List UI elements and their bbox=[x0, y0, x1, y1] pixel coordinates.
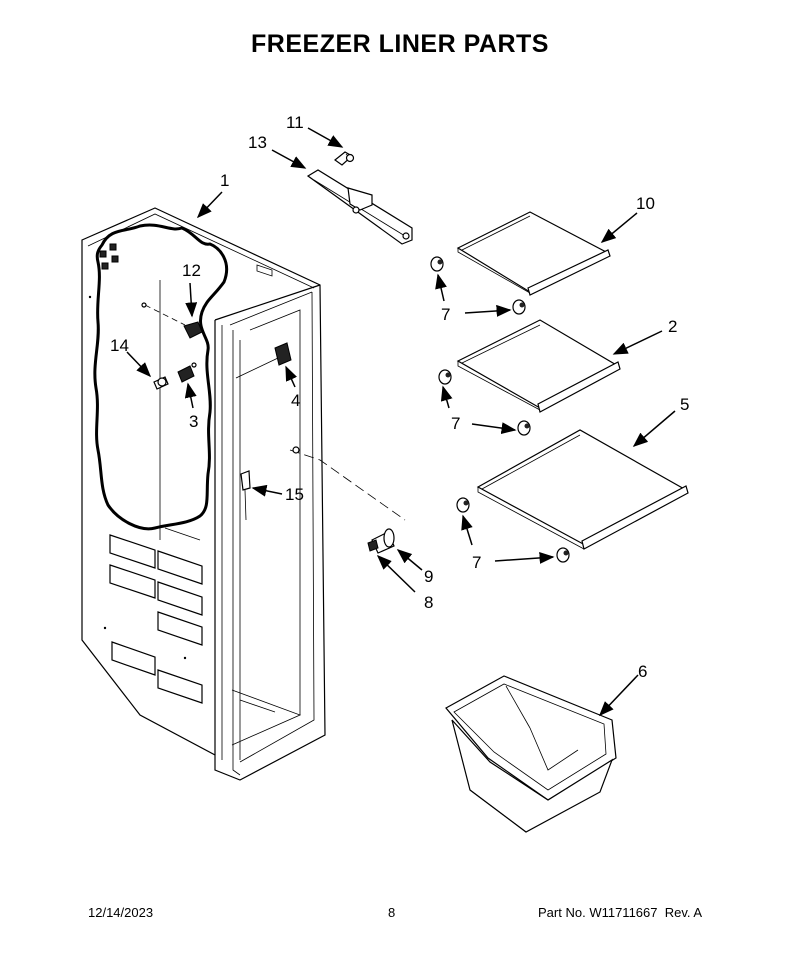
footer-part-info: Part No. W11711667 Rev. A bbox=[538, 905, 702, 920]
callout-7-middle: 7 bbox=[451, 414, 460, 433]
page-title: FREEZER LINER PARTS bbox=[251, 30, 549, 58]
callout-14: 14 bbox=[110, 336, 129, 355]
callout-arrows bbox=[126, 127, 676, 717]
screw-11 bbox=[334, 151, 355, 166]
footer-page-number: 8 bbox=[388, 905, 396, 920]
freezer-liner bbox=[81, 207, 326, 781]
callout-11: 11 bbox=[286, 113, 304, 132]
revision: A bbox=[693, 905, 703, 920]
callout-5: 5 bbox=[680, 395, 689, 414]
bracket-4 bbox=[235, 342, 292, 379]
callout-7-bottom: 7 bbox=[472, 553, 481, 572]
clip-3 bbox=[177, 362, 197, 383]
callout-6: 6 bbox=[638, 662, 647, 681]
callout-12: 12 bbox=[182, 261, 201, 280]
callout-1: 1 bbox=[220, 171, 229, 190]
callout-7-top: 7 bbox=[441, 305, 450, 324]
sensor-15 bbox=[240, 470, 251, 521]
callout-2: 2 bbox=[668, 317, 677, 336]
part-number-label: Part No. bbox=[538, 905, 586, 920]
callout-8: 8 bbox=[424, 593, 433, 612]
callout-15: 15 bbox=[285, 485, 304, 504]
clip-12 bbox=[141, 302, 203, 339]
part-number: W11711667 bbox=[589, 905, 658, 920]
screw-14 bbox=[153, 376, 169, 390]
revision-label: Rev. bbox=[664, 905, 691, 920]
callout-9: 9 bbox=[424, 567, 433, 586]
top-bracket-13 bbox=[306, 169, 413, 245]
callout-3: 3 bbox=[189, 412, 198, 431]
fitting-8-9 bbox=[289, 446, 406, 554]
callout-10: 10 bbox=[636, 194, 655, 213]
shelf-support-7 bbox=[430, 256, 570, 563]
bin-6 bbox=[445, 675, 617, 833]
callout-4: 4 bbox=[291, 391, 300, 410]
shelf-5 bbox=[476, 429, 689, 550]
callout-labels: 1 11 13 12 14 3 4 15 9 8 10 2 5 6 7 7 7 bbox=[110, 113, 689, 681]
callout-13: 13 bbox=[248, 133, 267, 152]
footer-date: 12/14/2023 bbox=[88, 905, 154, 920]
shelf-2 bbox=[456, 319, 621, 413]
shelf-10 bbox=[456, 211, 611, 296]
